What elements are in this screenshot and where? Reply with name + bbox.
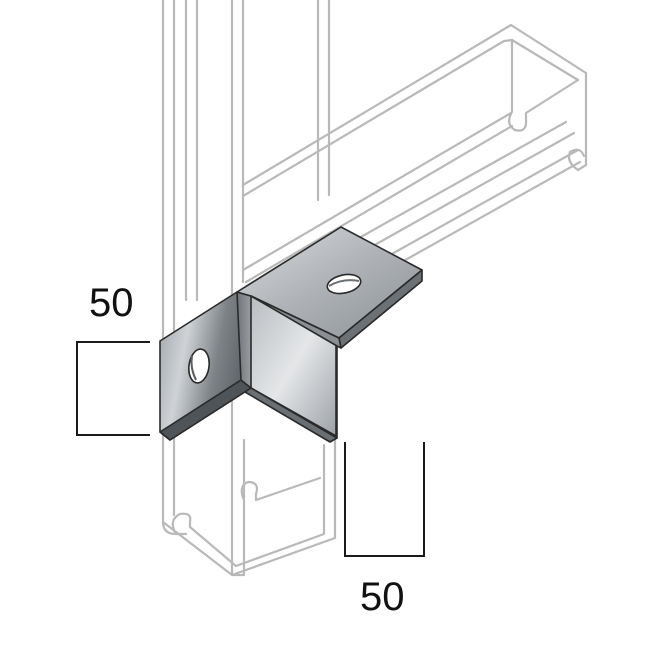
horizontal-channel-top-edge — [241, 23, 588, 187]
bracket-top-tab-side — [250, 295, 342, 349]
dimension-left: 50 — [76, 281, 150, 436]
vertical-channel — [161, 0, 337, 577]
horizontal-channel-bottom-rail-2 — [398, 160, 582, 265]
dimension-bottom: 50 — [344, 442, 425, 619]
dimension-left-bracket — [76, 341, 150, 436]
bracket-side-hole-shadow — [190, 355, 197, 381]
bracket-front-wall-edge — [244, 387, 338, 443]
horizontal-channel-end-inner — [508, 38, 580, 132]
vertical-channel-bottom-end — [161, 438, 337, 577]
horizontal-channel-lower-flange-2 — [362, 131, 576, 253]
horizontal-channel — [241, 23, 588, 284]
horizontal-channel-upper-web — [241, 111, 513, 272]
horizontal-channel-bottom-rail — [388, 148, 580, 257]
horizontal-channel-upper-web-2 — [244, 124, 514, 284]
vertical-channel-bottom-inner — [171, 443, 326, 568]
horizontal-channel-end-lip — [567, 148, 588, 172]
horizontal-channel-lower-flange — [332, 120, 568, 254]
dimension-bottom-label: 50 — [360, 575, 405, 619]
dimension-left-label: 50 — [89, 281, 134, 325]
bracket-top-hole-shadow — [328, 279, 360, 287]
angle-bracket — [159, 226, 423, 443]
vertical-channel-lip-curl — [240, 476, 322, 577]
dimension-bottom-bracket — [344, 442, 425, 557]
horizontal-channel-top-edge-inner — [241, 38, 580, 198]
